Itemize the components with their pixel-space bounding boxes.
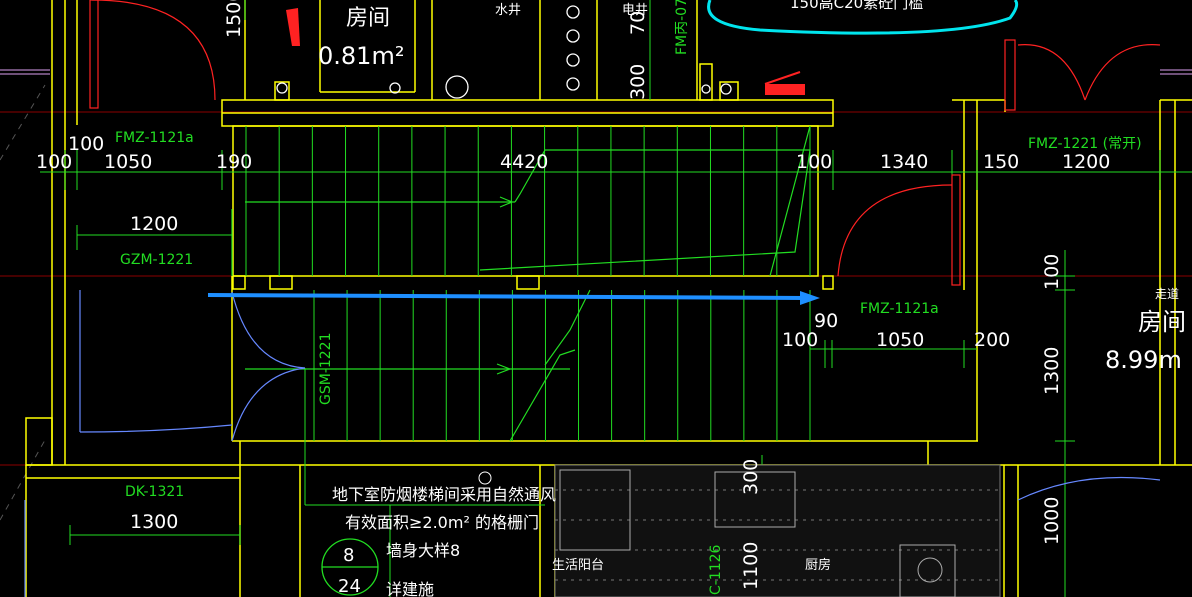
top-room-area: 0.81m² (318, 42, 404, 70)
dimension-lines (40, 0, 1192, 597)
water-well-label: 水井 (495, 3, 521, 18)
door-fmz-top-left: FMZ-1121a (115, 130, 194, 146)
dashed-hatch (0, 84, 46, 521)
dim-top-1050: 1050 (104, 151, 152, 173)
dim-mid-100: 100 (782, 329, 818, 351)
door-fm-vertical: FM丙-07 (674, 0, 690, 55)
revision-cloud (707, 0, 1019, 35)
top-room-name: 房间 (346, 6, 390, 31)
right-room-area: 8.99m (1105, 346, 1182, 374)
door-gzm: GZM-1221 (120, 252, 193, 268)
note-line-2: 有效面积≥2.0m² 的格栅门 (345, 513, 539, 532)
room-labels: 房间 0.81m² 水井 电井 150高C20素砼门槛 走道 房间 8.99m … (318, 0, 1186, 573)
dim-top-v-700: 70 (627, 11, 649, 35)
dim-bottom-v-1100: 1100 (740, 542, 762, 590)
door-fmz-mid: FMZ-1121a (860, 301, 939, 317)
red-equipment-marks (286, 8, 805, 95)
dim-right-v-1000: 1000 (1041, 497, 1063, 545)
direction-arrow (207, 291, 820, 305)
dim-mid-200: 200 (974, 329, 1010, 351)
dim-left-1200: 1200 (130, 213, 178, 235)
dim-top-150: 150 (983, 151, 1019, 173)
right-room-name: 房间 (1138, 308, 1186, 336)
dim-top-190: 190 (216, 151, 252, 173)
note-line-1: 地下室防烟楼梯间采用自然通风 (332, 485, 556, 504)
well-circles (276, 5, 732, 99)
dim-top-1340: 1340 (880, 151, 928, 173)
dim-top-4420: 4420 (500, 151, 548, 173)
top-wall-note: 150高C20素砼门槛 (790, 0, 923, 12)
lower-stair-flight (313, 290, 811, 441)
dim-right-v-1300: 1300 (1041, 347, 1063, 395)
upper-stair-flight (245, 126, 811, 276)
door-labels: FMZ-1121a FMZ-1221 (常开) FMZ-1121a FM丙-07… (115, 0, 1142, 595)
dim-mid-1050: 1050 (876, 329, 924, 351)
dim-bottom-1300: 1300 (130, 511, 178, 533)
callout-bottom-number: 24 (338, 576, 361, 597)
dim-top-v-1500: 1500 (223, 0, 245, 38)
kitchen-hatch (478, 464, 1001, 597)
detail-callout (321, 538, 379, 596)
door-fmz-top-right: FMZ-1221 (常开) (1028, 136, 1142, 152)
dim-top-1200: 1200 (1062, 151, 1110, 173)
balcony-label: 生活阳台 (552, 558, 604, 573)
stair-walk-lines (231, 125, 811, 442)
dim-mid-90: 90 (814, 310, 838, 332)
dim-bottom-v-300: 300 (740, 459, 762, 495)
door-gsm: GSM-1221 (318, 333, 334, 406)
dim-right-v-100: 100 (1041, 254, 1063, 290)
dim-top-100a: 100 (36, 151, 72, 173)
dim-left-100: 100 (68, 133, 104, 155)
dim-top-100b: 100 (796, 151, 832, 173)
detail-note: 墙身大样8 (386, 541, 460, 560)
right-room-note: 走道 (1155, 287, 1179, 301)
detail-ref: 详建施 (386, 580, 434, 597)
elec-well-label: 电井 (622, 3, 648, 18)
door-dk: DK-1321 (125, 484, 184, 500)
dimension-texts: 100 1050 190 4420 100 1340 150 1200 100 … (36, 0, 1110, 590)
purple-lines (0, 69, 1192, 75)
dim-top-v-300: 300 (627, 64, 649, 100)
callout-top-number: 8 (343, 545, 354, 566)
window-c: C-1126 (708, 544, 724, 595)
kitchen-label: 厨房 (805, 557, 831, 573)
annotation-notes: 地下室防烟楼梯间采用自然通风 有效面积≥2.0m² 的格栅门 墙身大样8 详建施… (332, 485, 556, 597)
